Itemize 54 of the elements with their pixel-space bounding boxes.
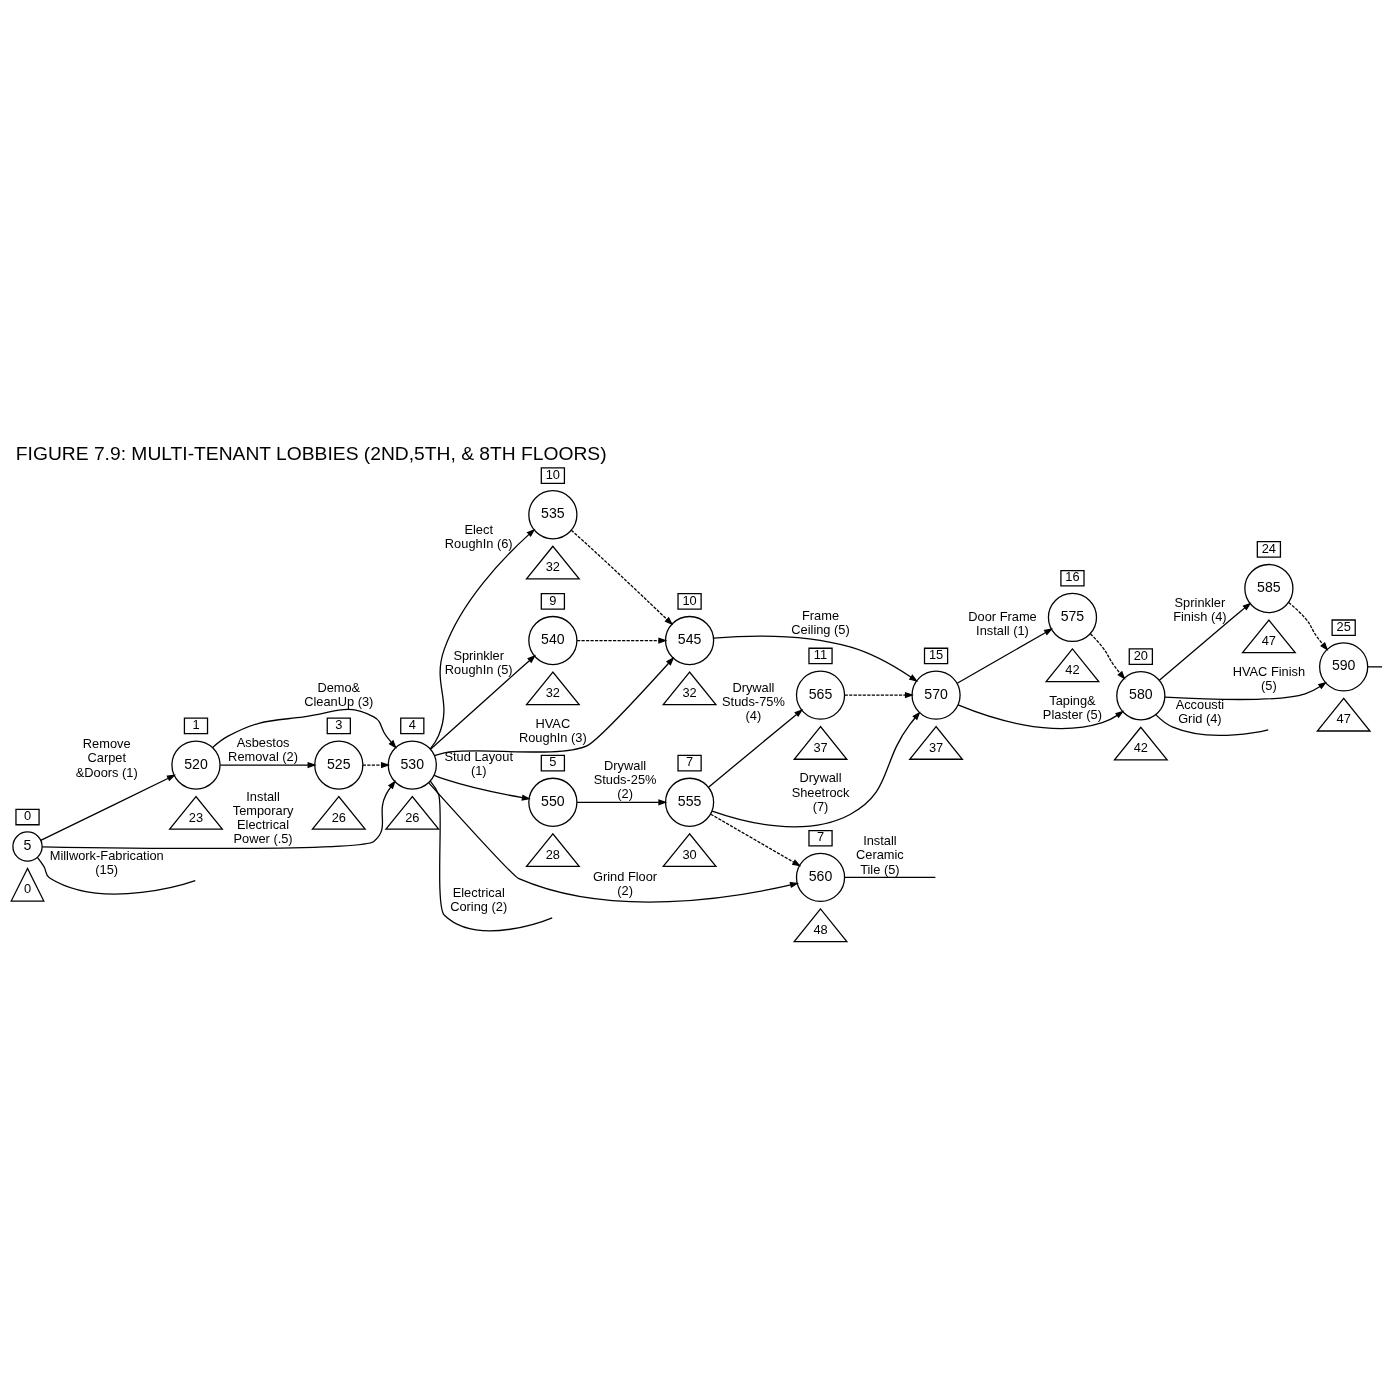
edge-label: Sprinkler RoughIn (5) xyxy=(444,647,513,677)
node-label: 0 xyxy=(23,807,32,823)
node-label: 7 xyxy=(816,828,825,844)
node-label: 15 xyxy=(928,646,944,662)
edge-label: Sprinkler Finish (4) xyxy=(1173,594,1227,624)
node-label: 37 xyxy=(813,739,828,755)
edge-label: Electrical Coring (2) xyxy=(450,884,508,914)
edge-label: Stud Layout (1) xyxy=(444,748,513,778)
node-label: 30 xyxy=(682,846,697,862)
node-label: 9 xyxy=(549,592,557,608)
node-label: 42 xyxy=(1065,661,1080,677)
edge-label: Install Ceramic Tile (5) xyxy=(856,832,904,877)
node-label: 37 xyxy=(928,739,944,755)
edge-label: Asbestos Removal (2) xyxy=(228,734,298,764)
edge-label: Elect RoughIn (6) xyxy=(444,521,513,551)
edge-label: Millwork-Fabrication (15) xyxy=(49,847,164,877)
edge-label: Grind Floor (2) xyxy=(592,868,658,898)
node-label: 10 xyxy=(682,592,697,608)
node-label: 4 xyxy=(408,716,416,732)
edge-label: Taping& Plaster (5) xyxy=(1042,692,1103,722)
edge-label: Drywall Studs-75% (4) xyxy=(722,679,785,723)
node-label: 32 xyxy=(682,684,697,700)
node-label: 10 xyxy=(545,466,560,482)
node-label: 3 xyxy=(335,716,343,732)
node-label: 0 xyxy=(23,880,32,896)
node-label: 23 xyxy=(188,809,204,825)
node-label: 26 xyxy=(331,809,346,825)
edge-label: Accousti Grid (4) xyxy=(1175,696,1225,726)
node-label: 11 xyxy=(813,646,828,662)
edge-label: Remove Carpet &Doors (1) xyxy=(75,735,138,780)
node-label: 32 xyxy=(545,558,560,574)
node-label: 42 xyxy=(1133,739,1148,755)
edge-label: Door Frame Install (1) xyxy=(968,608,1037,638)
node-label: 28 xyxy=(545,846,560,862)
node-label: 7 xyxy=(686,753,694,769)
node-label: 26 xyxy=(405,809,420,825)
node-label: 47 xyxy=(1336,710,1351,726)
node-label: 24 xyxy=(1261,540,1277,556)
node-label: 25 xyxy=(1336,618,1351,634)
node-label: 16 xyxy=(1065,568,1080,584)
node-label: 1 xyxy=(192,716,200,732)
edge-label: Frame Ceiling (5) xyxy=(791,607,850,637)
node-label: 48 xyxy=(813,921,828,937)
node-label: 47 xyxy=(1261,632,1277,648)
edge-label: Install Temporary Electrical Power (.5) xyxy=(232,788,294,846)
diagram-title: FIGURE 7.9: MULTI-TENANT LOBBIES (2ND,5TH, & 8TH FLOORS) xyxy=(15,442,607,464)
edge-label: HVAC RoughIn (3) xyxy=(518,715,587,745)
node-label: 32 xyxy=(545,684,560,700)
edge-label: Demo& CleanUp (3) xyxy=(304,679,374,709)
node-label: 5 xyxy=(549,753,557,769)
node-label: 20 xyxy=(1133,647,1148,663)
edge-label: HVAC Finish (5) xyxy=(1232,663,1306,693)
edge-label: Drywall Sheetrock (7) xyxy=(791,769,850,814)
edge-label: Drywall Studs-25% (2) xyxy=(593,757,657,801)
